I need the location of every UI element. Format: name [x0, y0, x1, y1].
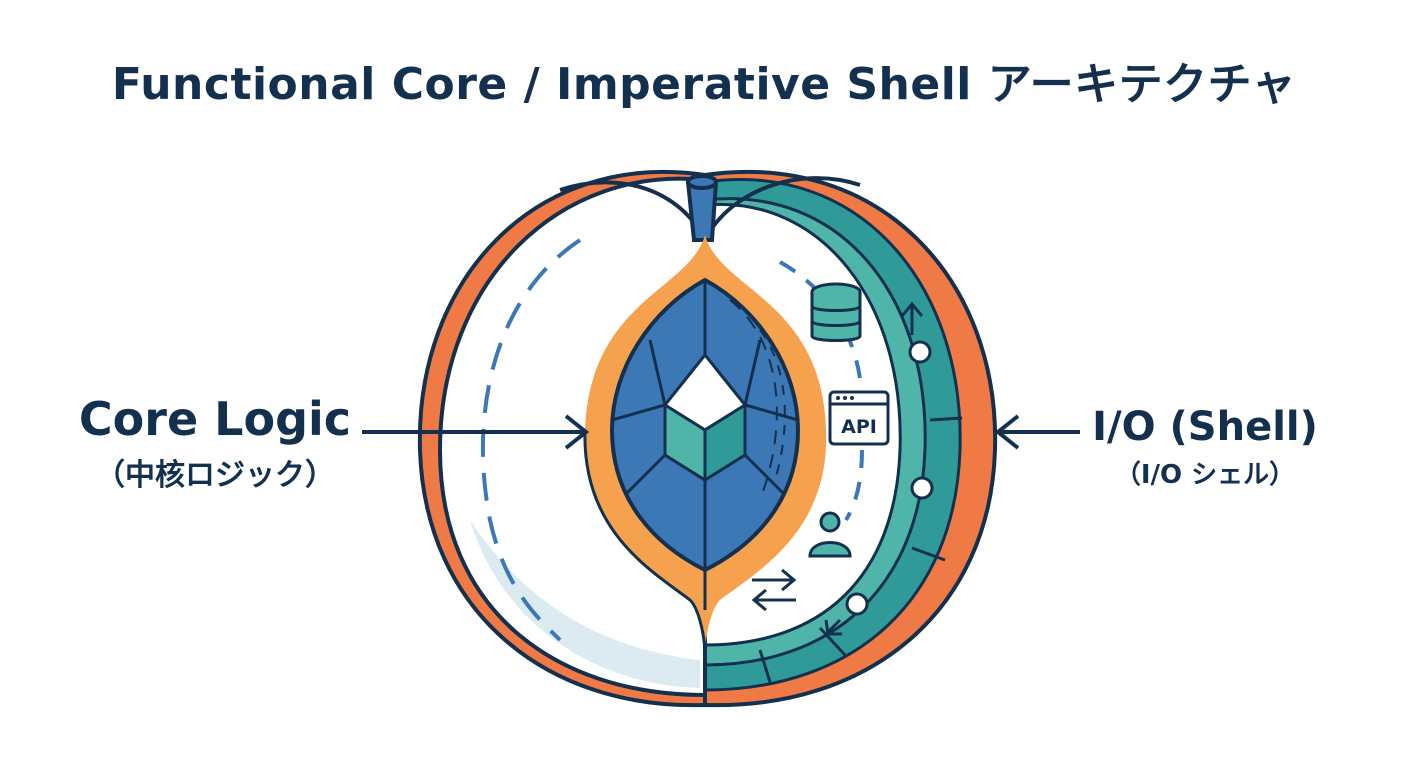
swap-arrows-icon: [751, 568, 797, 612]
core-logic-label-sub: （中核ロジック）: [95, 458, 335, 493]
shell-node: [845, 592, 869, 616]
shell-dashed-arc-right-lower: [844, 449, 864, 522]
user-icon: [808, 511, 852, 558]
shell-node: [908, 340, 932, 364]
api-window-icon: API: [828, 390, 890, 446]
shell-label: I/O (Shell) （I/O シェル）: [1080, 404, 1330, 491]
shell-node: [910, 476, 934, 500]
api-badge-text: API: [841, 416, 877, 438]
page-title: Functional Core / Imperative Shell アーキテク…: [111, 59, 1297, 110]
core-dashed-arc-left: [480, 238, 582, 642]
shell-label-sub: （I/O シェル）: [1114, 460, 1296, 490]
core-pointer-arrow: [362, 414, 590, 450]
shell-pale-crescent: [470, 520, 700, 688]
core-logic-label: Core Logic （中核ロジック）: [70, 392, 360, 494]
functional-core: [583, 235, 827, 656]
database-icon: [810, 282, 862, 342]
shell-pointer-arrow: [994, 414, 1080, 450]
apple-stem: [685, 174, 719, 242]
shell-label-main: I/O (Shell): [1092, 404, 1318, 450]
core-logic-label-main: Core Logic: [78, 392, 352, 446]
